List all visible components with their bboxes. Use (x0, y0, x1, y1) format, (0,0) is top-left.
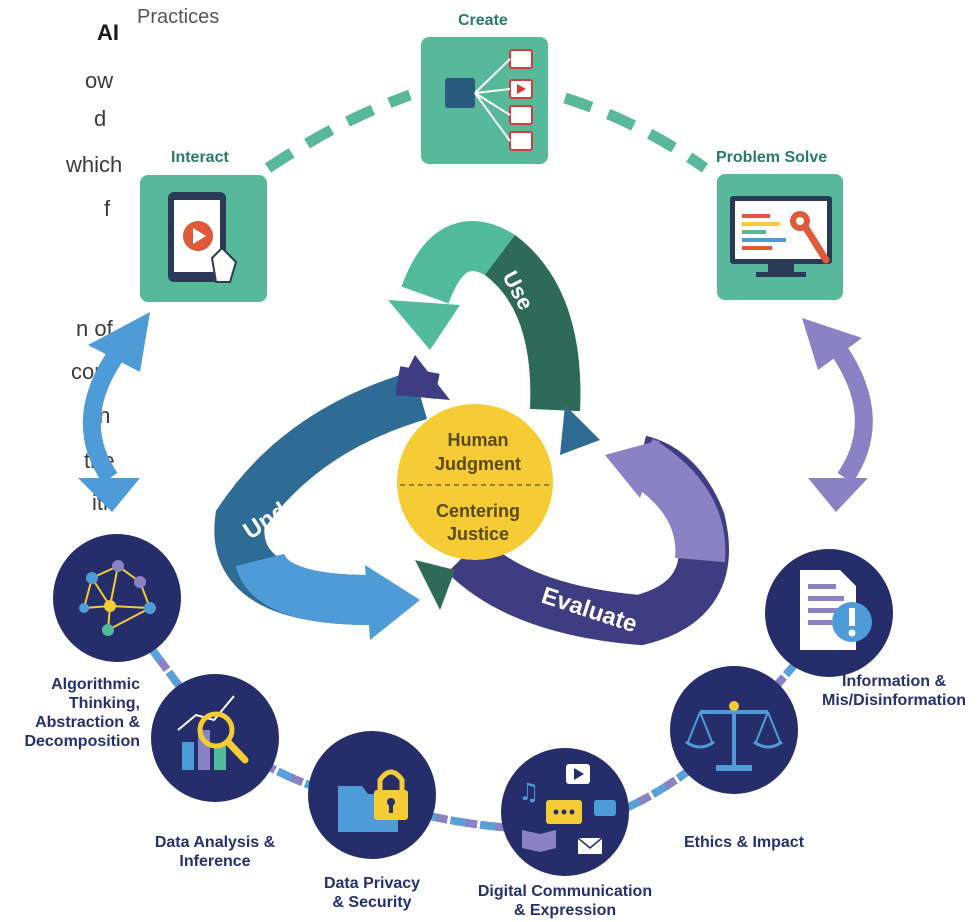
data-analysis-circle[interactable] (151, 674, 279, 802)
problem-solve-label: Problem Solve (716, 149, 828, 166)
evaluate-arrow (415, 435, 729, 646)
use-arrow (388, 221, 581, 412)
data-privacy-label: Data Privacy & Security (307, 874, 437, 912)
dashed-connector-right (563, 92, 709, 173)
side-text-line: f (104, 196, 111, 221)
data-privacy-label-line: & Security (332, 894, 412, 911)
algorithmic-label-line: Thinking, (68, 695, 140, 712)
use-arrow-tip (560, 405, 600, 455)
data-privacy-label-line: Data Privacy (323, 875, 421, 892)
information-label-line: Information & (842, 673, 946, 690)
interact-label: Interact (171, 149, 229, 166)
interact-box[interactable] (140, 175, 267, 302)
side-text-bold: AI (97, 20, 119, 45)
right-double-arrow (802, 318, 873, 512)
algorithmic-label-line: Abstraction & (35, 714, 140, 731)
center-text-line: Centering (436, 501, 520, 521)
ethics-circle[interactable] (670, 666, 798, 794)
side-text-line: d (94, 106, 107, 131)
digital-comm-label-line: & Expression (513, 902, 617, 919)
book-icon (522, 830, 540, 852)
algorithmic-label: Algorithmic Thinking, Abstraction & Deco… (24, 675, 140, 751)
information-circle[interactable] (765, 549, 893, 677)
create-box[interactable] (421, 37, 548, 164)
data-analysis-label-line: Inference (179, 853, 251, 870)
side-text-line: n of (76, 316, 113, 341)
wrench-icon (802, 224, 830, 264)
information-label: Information & Mis/Disinformation (812, 672, 976, 710)
dashed-connector-left (264, 89, 412, 173)
center-circle (397, 404, 553, 560)
ethics-label: Ethics & Impact (674, 833, 814, 852)
digital-comm-label: Digital Communication & Expression (455, 882, 675, 920)
algorithmic-circle[interactable] (53, 534, 181, 662)
understand-arrow (214, 355, 450, 640)
side-text-line: which (66, 152, 123, 177)
algorithmic-label-line: Decomposition (24, 733, 140, 750)
magnifier-icon (197, 711, 235, 749)
ethics-label-line: Ethics & Impact (683, 834, 805, 851)
data-analysis-label: Data Analysis & Inference (145, 833, 285, 871)
algorithmic-label-line: Algorithmic (51, 676, 140, 693)
side-text-line: ow (85, 68, 114, 93)
create-label: Create (458, 12, 508, 29)
chip-icon (445, 78, 475, 108)
practices-heading: Practices (137, 6, 220, 28)
information-label-line: Mis/Disinformation (821, 692, 966, 709)
digital-comm-label-line: Digital Communication (477, 883, 653, 900)
data-privacy-circle[interactable] (308, 731, 436, 859)
left-double-arrow (78, 312, 150, 512)
camera-icon (594, 800, 616, 816)
center-text-line: Judgment (435, 454, 521, 474)
center-text-line: Justice (447, 524, 509, 544)
problem-solve-box[interactable] (717, 174, 843, 300)
center-text-line: Human (447, 430, 508, 450)
data-analysis-label-line: Data Analysis & (154, 834, 276, 851)
mail-icon (578, 838, 602, 854)
svg-text:♫: ♫ (518, 778, 540, 806)
digital-comm-circle[interactable]: ♫ (501, 748, 629, 876)
